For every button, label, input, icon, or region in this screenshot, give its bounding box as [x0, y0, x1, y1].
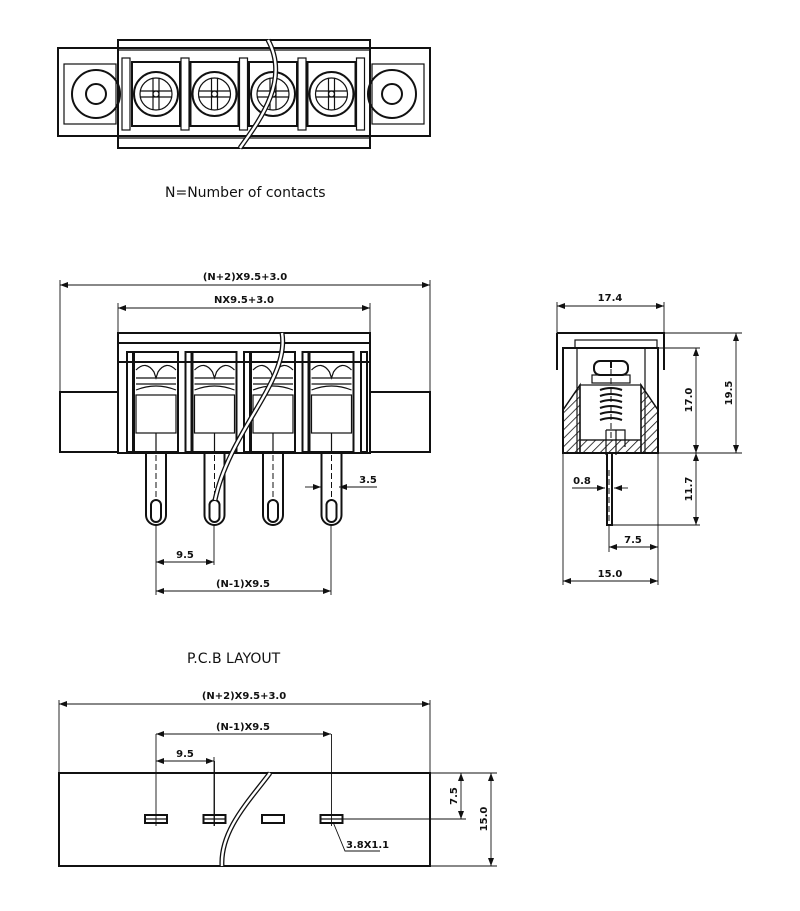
dim-row-offset-label: 7.5	[449, 787, 460, 805]
side-view: 17.4 17.0 1	[556, 293, 742, 585]
dim-total-height-label: 19.5	[724, 381, 735, 406]
contact-cell	[126, 351, 179, 453]
dim-pin-length-label: 11.7	[684, 477, 695, 502]
slot-size-label: 3.8X1.1	[346, 840, 389, 851]
pcb-layout-title: P.C.B LAYOUT	[187, 651, 281, 667]
hatched-wall-right	[640, 382, 659, 454]
top-view	[57, 38, 431, 150]
dim-pcb-depth-label: 15.0	[479, 807, 490, 832]
contact-cell	[301, 351, 355, 453]
screw-icon	[591, 360, 631, 440]
pcb-slot	[261, 814, 285, 824]
slot-callout-leader	[332, 821, 380, 852]
dim-span-label: (N-1)X9.5	[216, 579, 270, 590]
contact-cell	[243, 351, 296, 453]
hatched-wall-left	[562, 382, 581, 454]
mount-hole	[85, 83, 107, 105]
solder-pin	[145, 453, 167, 526]
pcb-slot	[144, 734, 168, 826]
dim-pcb-span-label: (N-1)X9.5	[216, 722, 270, 733]
dim-body-height-label: 17.0	[684, 388, 695, 413]
pcb-slot	[319, 734, 344, 826]
dim-pcb-pitch-label: 9.5	[176, 749, 194, 760]
mount-ear-right	[367, 63, 425, 125]
pcb-layout: (N+2)X9.5+3.0 (N-1)X9.5 9.5 7.5 15.0 3.8…	[58, 691, 497, 867]
terminal-position	[189, 57, 249, 131]
mount-ear-left	[63, 63, 121, 125]
dim-pin-width-label: 3.5	[359, 475, 377, 486]
dim-top-width-label: 17.4	[598, 293, 623, 304]
solder-pin	[262, 453, 284, 526]
screw-head-icon	[191, 71, 238, 117]
dim-pitch-label: 9.5	[176, 550, 194, 561]
screw-head-icon	[133, 71, 179, 117]
rail-right	[369, 391, 431, 453]
screw-head-icon	[308, 71, 355, 117]
terminal-position	[131, 57, 190, 131]
top-view-body	[117, 39, 371, 149]
solder-pin	[320, 453, 343, 526]
dim-pin-offset-label: 7.5	[624, 535, 642, 546]
mount-hole-outer	[71, 69, 121, 119]
dim-overall-width-label: (N+2)X9.5+3.0	[203, 272, 287, 283]
mount-hole	[381, 83, 403, 105]
contacts-note: N=Number of contacts	[165, 185, 326, 201]
dim-body-width-label: NX9.5+3.0	[214, 295, 274, 306]
mount-hole-outer	[367, 69, 417, 119]
dim-pin-thickness-label: 0.8	[573, 476, 591, 487]
front-view: (N+2)X9.5+3.0 NX9.5+3.0 3.5 9.5 (N-1)X9.…	[59, 272, 431, 595]
pcb-slot	[202, 761, 227, 826]
screw-head-icon	[250, 71, 296, 117]
contact-cell	[184, 351, 238, 453]
terminal-position	[306, 57, 366, 131]
pcb-outline	[58, 772, 431, 867]
top-view-rail	[57, 47, 431, 137]
dim-pcb-overall-width-label: (N+2)X9.5+3.0	[202, 691, 286, 702]
dim-base-width-label: 15.0	[598, 569, 623, 580]
solder-pin	[203, 453, 226, 526]
rail-left	[59, 391, 119, 453]
